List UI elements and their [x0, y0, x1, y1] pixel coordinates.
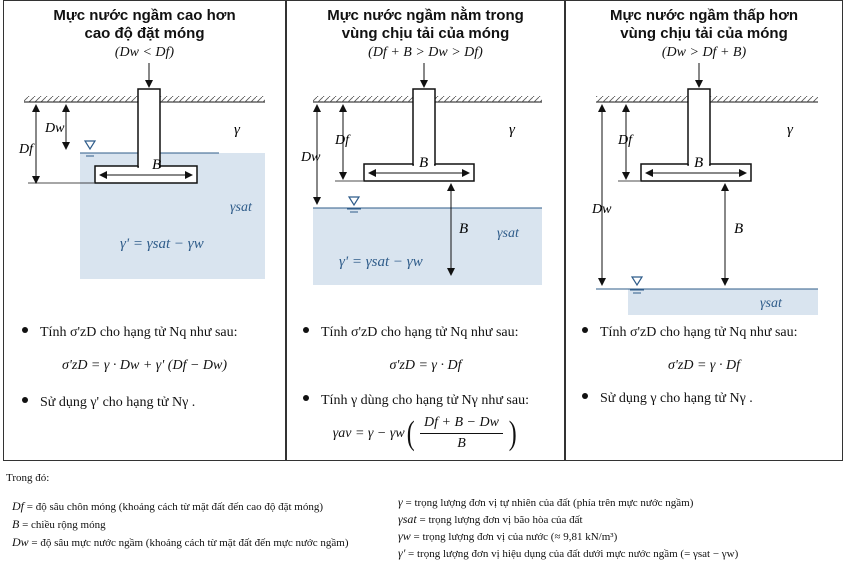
- bullet-1: Tính σ'zD cho hạng tử Nq như sau:: [303, 325, 519, 341]
- diagram-case-3: B Df Dw B γ γsat: [591, 63, 818, 315]
- legend-item-dw: Dw = độ sâu mực nước ngầm (khoảng cách t…: [12, 535, 349, 550]
- label-df: Df: [617, 133, 634, 148]
- diagram-case-1: B Dw Df γ γsat γ' = γsat − γw: [18, 63, 265, 279]
- legend-item-b: B = chiều rộng móng: [12, 517, 106, 532]
- water-symbol-icon: [347, 196, 361, 207]
- water-symbol-icon: [83, 140, 97, 151]
- formula-2-lhs: γav = γ − γw: [332, 425, 405, 441]
- label-gamma: γ: [787, 122, 794, 138]
- label-df: Df: [18, 142, 35, 157]
- panel-title-line1: Mực nước ngầm cao hơn: [53, 7, 236, 24]
- water-zone: [313, 208, 542, 285]
- label-b: B: [694, 155, 703, 171]
- bullet-1: Tính σ'zD cho hạng tử Nq như sau:: [22, 325, 238, 341]
- legend-heading: Trong đó:: [6, 472, 50, 484]
- formula-1: σ'zD = γ · Df: [668, 358, 740, 373]
- formula-gamma-prime: γ' = γsat − γw: [339, 254, 423, 270]
- label-gamma-sat: γsat: [230, 200, 253, 215]
- bullet-2: Sử dụng γ cho hạng tử Nγ .: [582, 391, 753, 407]
- formula-1: σ'zD = γ · Df: [389, 358, 462, 373]
- label-gamma-sat: γsat: [760, 296, 783, 311]
- label-dw: Dw: [300, 150, 321, 165]
- label-gamma: γ: [509, 122, 516, 138]
- label-gamma: γ: [234, 122, 241, 138]
- condition: (Dw < Df): [114, 45, 175, 60]
- diagram-case-2: B Df Dw B γ γsat γ' = γsat − γw: [300, 63, 542, 285]
- bullet-2: Tính γ dùng cho hạng tử Nγ như sau:: [303, 393, 529, 409]
- column: [137, 88, 161, 168]
- panel-title-line2: vùng chịu tải của móng: [341, 25, 510, 42]
- panel-case-1: Mực nước ngầm cao hơn cao độ đặt móng (D…: [3, 0, 286, 461]
- label-dw: Dw: [44, 121, 65, 136]
- column: [687, 88, 711, 166]
- condition: (Df + B > Dw > Df): [368, 45, 483, 60]
- label-b: B: [152, 157, 161, 173]
- panel-case-2: Mực nước ngầm nằm trong vùng chịu tải củ…: [286, 0, 565, 461]
- legend-item-gamma-prime: γ' = trọng lượng đơn vị hiệu dụng của đấ…: [398, 546, 739, 561]
- formula-2-numerator: Df + B − Dw: [420, 415, 503, 434]
- label-gamma-sat: γsat: [497, 226, 520, 241]
- panel-case-3: Mực nước ngầm thấp hơn vùng chịu tải của…: [565, 0, 843, 461]
- condition: (Dw > Df + B): [661, 45, 747, 60]
- panel-title-line2: vùng chịu tải của móng: [620, 25, 788, 42]
- label-b-depth: B: [459, 221, 468, 237]
- label-df: Df: [334, 133, 351, 148]
- formula-2: γav = γ − γw ( Df + B − Dw B ): [332, 414, 517, 452]
- panel-title-line2: cao độ đặt móng: [84, 25, 205, 42]
- water-zone: [628, 289, 818, 315]
- label-b-depth: B: [734, 221, 743, 237]
- legend-item-gamma-sat: γsat = trọng lượng đơn vị bão hòa của đấ…: [398, 512, 583, 527]
- water-symbol-icon: [630, 276, 644, 287]
- formula-1: σ'zD = γ · Dw + γ' (Df − Dw): [61, 358, 228, 373]
- formula-gamma-prime: γ' = γsat − γw: [120, 236, 204, 252]
- legend-item-gamma-w: γw = trọng lượng đơn vị của nước (≈ 9,81…: [398, 529, 618, 544]
- legend-item-gamma: γ = trọng lượng đơn vị tự nhiên của đất …: [398, 495, 694, 510]
- column: [412, 88, 436, 166]
- label-b: B: [419, 155, 428, 171]
- formula-2-denominator: B: [457, 436, 466, 451]
- panel-title-line1: Mực nước ngầm nằm trong: [327, 7, 524, 24]
- bullet-1: Tính σ'zD cho hạng tử Nq như sau:: [582, 325, 798, 341]
- label-dw: Dw: [591, 202, 612, 217]
- bullet-2: Sử dụng γ' cho hạng tử Nγ .: [22, 395, 195, 411]
- legend-item-df: Df = độ sâu chôn móng (khoảng cách từ mặ…: [12, 499, 324, 514]
- panel-title-line1: Mực nước ngầm thấp hơn: [609, 7, 799, 24]
